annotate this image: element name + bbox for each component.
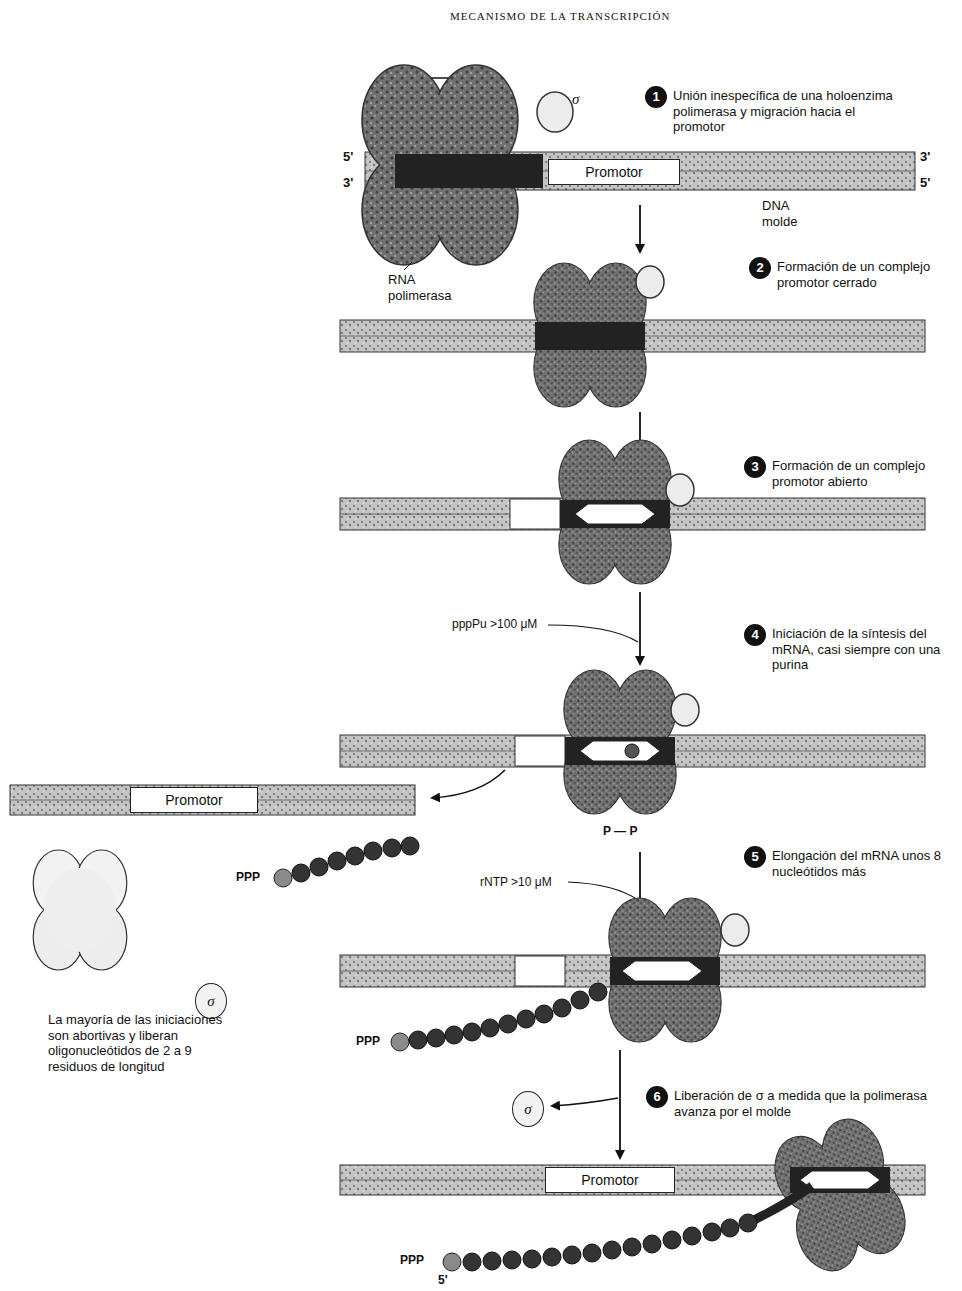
callout-number: 1 (645, 86, 667, 108)
stage-4 (340, 670, 925, 814)
label: PPP (236, 870, 260, 884)
step-description: Unión inespecífica de una holoenzima pol… (673, 86, 898, 135)
label: 3' (920, 149, 930, 165)
step-callout: 4 Iniciación de la síntesis del mRNA, cas… (744, 624, 962, 673)
label: 5' (920, 175, 930, 191)
promoter-label: Promotor (585, 164, 643, 180)
callout-number: 2 (749, 257, 771, 279)
label: pppPu >100 μM (452, 617, 537, 631)
diagram-title: MECANISMO DE LA TRANSCRIPCIÓN (450, 10, 670, 22)
label: rNTP >10 μM (480, 875, 552, 889)
promoter-label: Promotor (165, 792, 223, 808)
label: DNA molde (762, 198, 817, 229)
stage-5 (340, 898, 925, 1051)
sigma-factor: σ (512, 1091, 544, 1127)
label: 5' (343, 149, 353, 165)
step-callout: 5 Elongación del mRNA unos 8 nucleótidos … (744, 846, 962, 879)
label: P — P (603, 824, 637, 838)
label: 5' (438, 1273, 448, 1287)
label: σ (572, 90, 579, 108)
step-callout: 3 Formación de un complejo promotor abier… (744, 456, 957, 489)
callout-number: 4 (744, 624, 766, 646)
step-description: Elongación del mRNA unos 8 nucleótidos m… (772, 846, 962, 879)
label: La mayoría de las iniciaciones son abort… (48, 1012, 226, 1074)
label: RNA polimerasa (388, 272, 468, 303)
label: PPP (356, 1034, 380, 1048)
abortive-release (10, 785, 419, 970)
promoter-box: Promotor (548, 159, 680, 185)
step-description: Formación de un complejo promotor cerrad… (777, 257, 952, 290)
step-description: Iniciación de la síntesis del mRNA, casi… (772, 624, 962, 673)
promoter-label: Promotor (581, 1172, 639, 1188)
callout-number: 6 (646, 1086, 668, 1108)
label: PPP (400, 1253, 424, 1267)
sigma-symbol: σ (524, 1101, 531, 1118)
step-description: Formación de un complejo promotor abiert… (772, 456, 957, 489)
step-callout: 6 Liberación de σ a medida que la polimer… (646, 1086, 954, 1119)
sigma-symbol: σ (207, 993, 214, 1010)
stage-1 (362, 65, 915, 270)
stage-6 (340, 1111, 925, 1280)
step-description: Liberación de σ a medida que la polimera… (674, 1086, 954, 1119)
callout-number: 3 (744, 456, 766, 478)
promoter-box: Promotor (545, 1167, 675, 1193)
promoter-box: Promotor (130, 787, 258, 813)
callout-number: 5 (744, 846, 766, 868)
step-callout: 2 Formación de un complejo promotor cerra… (749, 257, 952, 290)
step-callout: 1 Unión inespecífica de una holoenzima po… (645, 86, 898, 135)
label: 3' (343, 175, 353, 191)
